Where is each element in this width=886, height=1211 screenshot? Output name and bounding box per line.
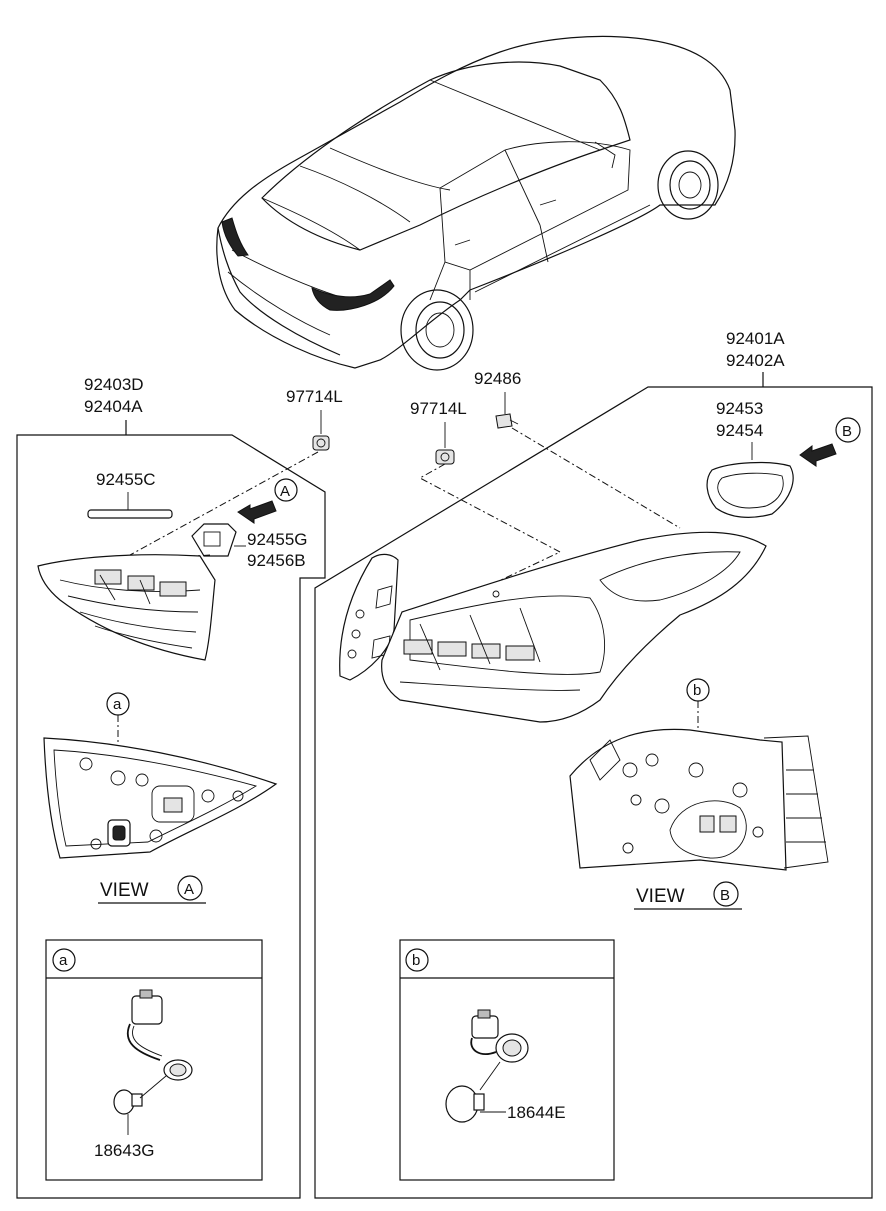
view-a-arrow-icon: A [237, 478, 298, 524]
view-a-rear-housing-icon [43, 737, 278, 859]
detail-box-a [45, 939, 263, 1181]
view-b-title: VIEW [636, 886, 685, 907]
nut-icon [312, 435, 330, 451]
part-label-18644e: 18644E [507, 1103, 566, 1122]
part-label-92454: 92454 [716, 421, 763, 440]
part-label-18643g: 18643G [94, 1141, 155, 1160]
outer-tail-lamp-icon [381, 531, 767, 723]
inner-tail-lamp-icon [37, 554, 216, 661]
screw-icon [495, 413, 519, 429]
part-label-92453: 92453 [716, 399, 763, 418]
left-assembly-panel [16, 420, 326, 1199]
bulb-socket-a-icon [113, 989, 193, 1115]
pad-icon [191, 523, 237, 557]
view-a-letter: A [184, 881, 194, 898]
view-b-arrow-icon: B [799, 417, 861, 467]
view-a-circle-icon [177, 875, 203, 901]
part-label-92404a: 92404A [84, 397, 143, 416]
svg-text:B: B [842, 423, 852, 440]
callout-b-label: b [693, 682, 701, 699]
part-label-92402a: 92402A [726, 351, 785, 370]
view-a-title: VIEW [100, 880, 149, 901]
detail-box-b [399, 939, 615, 1181]
detail-box-b-tag: b [412, 952, 420, 969]
vehicle-illustration [216, 35, 736, 371]
detail-box-a-tag: a [59, 952, 68, 969]
part-label-92403d: 92403D [84, 375, 144, 394]
part-label-92486: 92486 [474, 369, 521, 388]
pad-strip-icon [87, 509, 173, 519]
view-b-rear-housing-icon [569, 728, 829, 871]
part-label-92455c: 92455C [96, 470, 156, 489]
part-label-97714l-left: 97714L [286, 387, 343, 406]
part-label-97714l-center: 97714L [410, 399, 467, 418]
part-label-92456b: 92456B [247, 551, 306, 570]
nut-icon [435, 449, 455, 465]
part-label-92455g: 92455G [247, 530, 308, 549]
bulb-socket-b-icon [445, 1009, 529, 1123]
part-label-92401a: 92401A [726, 329, 785, 348]
svg-text:A: A [280, 483, 290, 500]
right-assembly-panel [314, 372, 873, 1199]
callout-a-label: a [113, 696, 122, 713]
packing-icon [706, 461, 794, 518]
view-b-letter: B [720, 887, 730, 904]
view-b-circle-icon [713, 881, 739, 907]
